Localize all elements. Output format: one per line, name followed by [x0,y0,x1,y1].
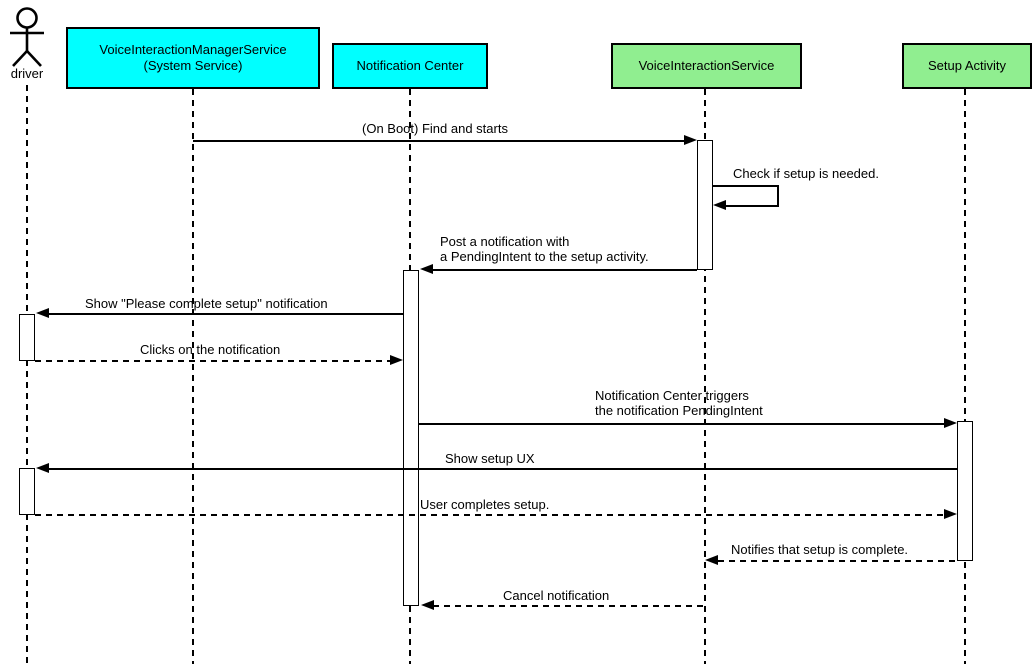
arrowhead-right-icon [944,418,957,428]
lifeline-setup-activity [964,89,966,664]
arrowhead-right-icon [684,135,697,145]
arrowhead-left-icon [36,308,49,318]
message-line [193,140,685,142]
message-line-dashed [433,605,705,607]
lifeline-voiceinteractionmanagerservice [192,89,194,664]
message-label: Clicks on the notification [140,342,281,357]
lifeline-driver [26,85,28,664]
activation-driver-1 [19,314,35,361]
message-line [419,423,945,425]
message-line [48,468,957,470]
message-line [432,269,697,271]
message-line [48,313,403,315]
participant-voiceinteractionservice: VoiceInteractionService [611,43,802,89]
message-label: (On Boot) Find and starts [362,121,508,136]
arrowhead-right-icon [944,509,957,519]
participant-setup-activity: Setup Activity [902,43,1032,89]
arrowhead-left-icon [36,463,49,473]
message-label: User completes setup. [420,497,550,512]
message-label: Check if setup is needed. [733,166,879,181]
actor-label-driver: driver [10,66,44,81]
activation-notification-center [403,270,419,606]
message-label: Cancel notification [503,588,610,603]
message-label: Post a notification with a PendingIntent… [440,234,649,264]
participant-voiceinteractionmanagerservice: VoiceInteractionManagerService (System S… [66,27,320,89]
arrowhead-left-icon [713,200,726,210]
message-label: Notification Center triggers the notific… [595,388,763,418]
actor-icon [10,7,44,67]
participant-notification-center: Notification Center [332,43,488,89]
message-line-dashed [718,560,957,562]
message-label: Show "Please complete setup" notificatio… [85,296,328,311]
self-message-side-line [777,185,779,206]
activation-voiceinteractionservice [697,140,713,270]
message-label: Show setup UX [445,451,535,466]
message-label: Notifies that setup is complete. [731,542,909,557]
arrowhead-left-icon [421,600,434,610]
activation-driver-2 [19,468,35,515]
arrowhead-left-icon [705,555,718,565]
arrowhead-right-icon [390,355,403,365]
activation-setup-activity [957,421,973,561]
message-line-dashed [35,360,391,362]
self-message-bottom-line [725,205,779,207]
lifeline-voiceinteractionservice [704,89,706,664]
self-message-top-line [713,185,779,187]
arrowhead-left-icon [420,264,433,274]
message-line-dashed [35,514,945,516]
